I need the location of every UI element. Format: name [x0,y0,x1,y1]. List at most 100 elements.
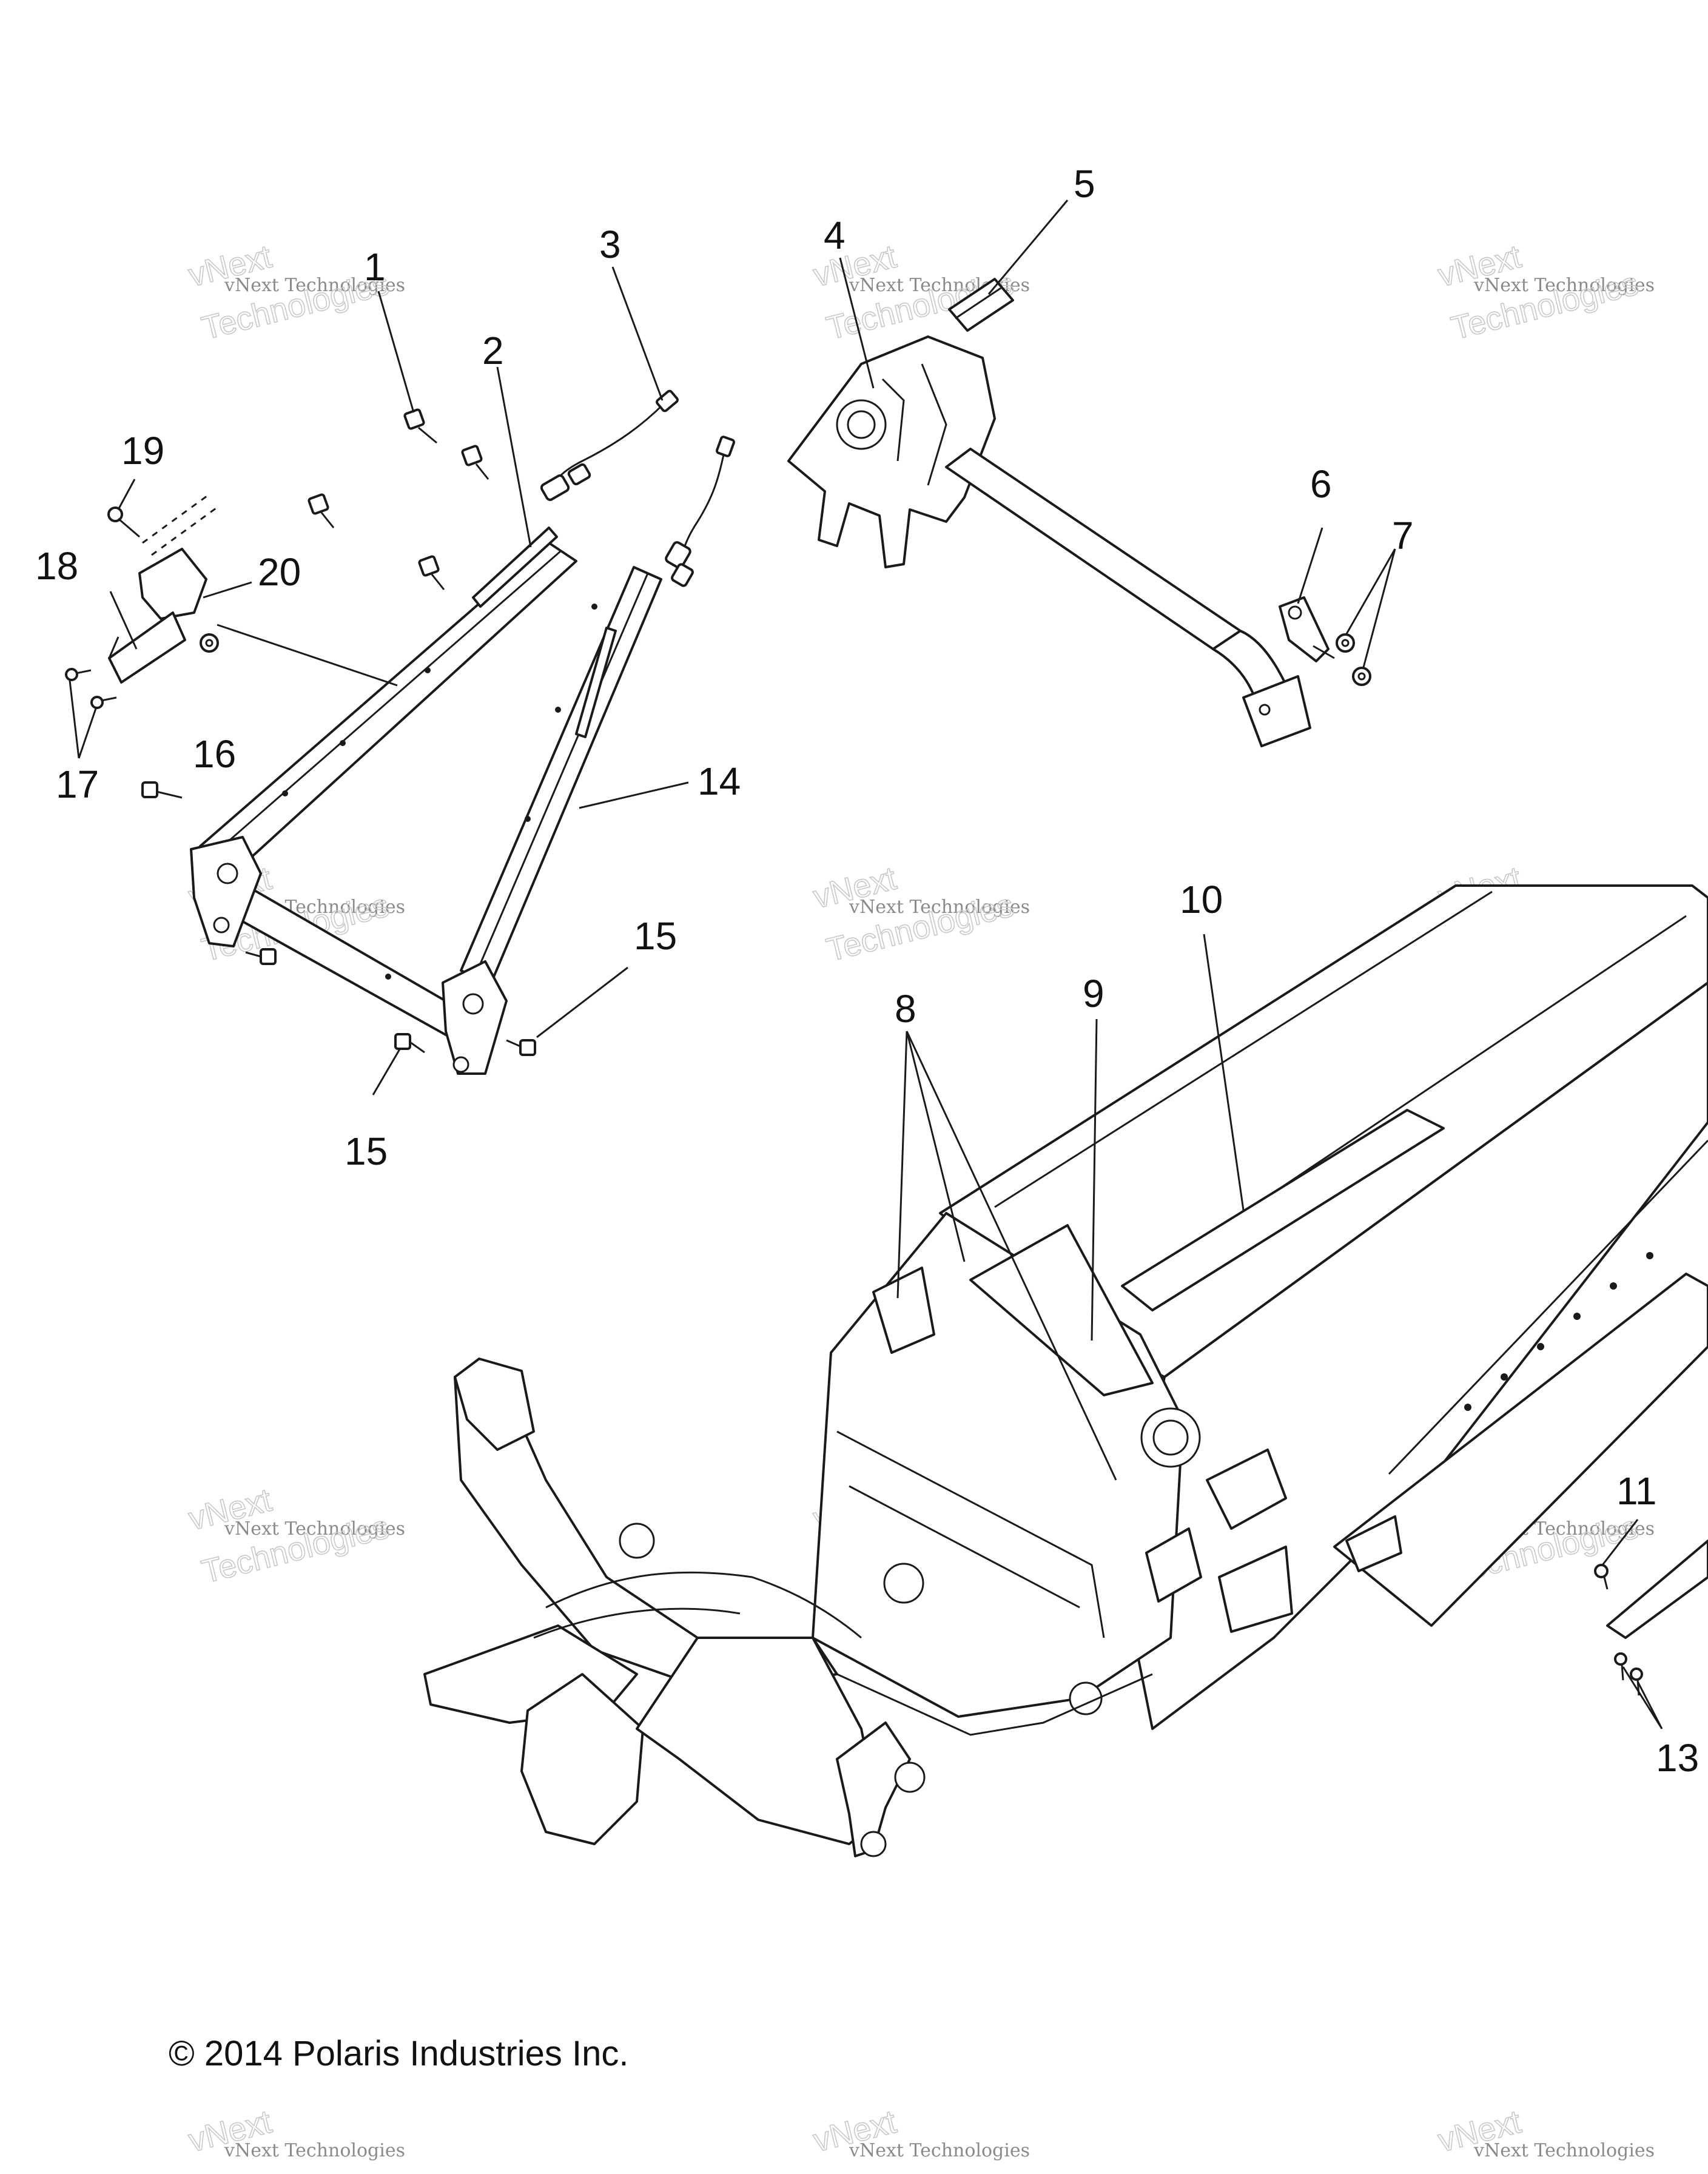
leader-7a [1345,548,1396,634]
front-frame-tower [454,1358,535,1451]
bolt [141,781,183,799]
watermark: vNext vNext Technologies Technologies [809,860,1030,969]
callout-16: 16 [193,732,236,776]
leader-14 [579,781,689,809]
arm-hole [425,667,431,673]
leader-8c [906,1031,1117,1481]
callout-15: 15 [345,1129,388,1173]
screw-part-17-a [65,668,92,681]
leader-13a [1622,1666,1663,1729]
watermark: vNext vNext Technologies Technologies [1434,238,1655,348]
callout-19: 19 [121,429,164,473]
bolt-part-19 [107,506,140,538]
strap-part-2 [472,527,558,608]
watermark: vNext vNext Technologies [184,2103,405,2161]
copyright-notice: © 2014 Polaris Industries Inc. [169,2034,628,2073]
leader-18 [109,591,138,650]
watermark-text: vNext Technologies [1473,2140,1655,2161]
side-cutout [1345,1515,1402,1572]
chassis-assembly [423,884,1708,1857]
leader-4 [839,257,875,389]
callout-4: 4 [824,214,846,257]
tube-hole [525,816,531,822]
screw-part-13-a [1614,1652,1627,1681]
tunnel-rail [1388,1139,1708,1475]
callout-2: 2 [482,329,504,372]
nut-part-7-a [1336,633,1355,653]
leader-9 [1091,1018,1098,1341]
watermark: vNext vNext Technologies [809,2103,1030,2161]
left-mount-bracket [190,836,262,947]
side-cutout [1218,1546,1293,1633]
callout-3: 3 [599,223,621,266]
leader-7b [1362,548,1396,668]
side-cutout [1145,1527,1202,1603]
nose-bore [860,1831,887,1857]
leader-lines [69,200,1663,1729]
harness-secondary [665,436,735,587]
bolt [461,445,489,480]
watermark-text: vNext Technologies [1473,275,1655,296]
clamp-part-20 [138,548,207,620]
bracket-hole [217,863,238,884]
callout-8: 8 [895,987,916,1031]
callout-15: 15 [634,914,677,958]
leader-3 [611,266,664,401]
dashed-guide [142,493,210,544]
leader-19 [117,479,136,510]
nut-part-7-b [1352,667,1371,686]
callout-17: 17 [56,762,99,806]
callout-5: 5 [1074,162,1095,206]
bulkhead-edge [836,1430,1105,1638]
strap-on-tube [575,627,617,738]
callout-13: 13 [1656,1736,1699,1780]
leader-13b [1636,1681,1663,1729]
steering-post-part-4 [787,278,1311,747]
nut-part-16 [200,633,219,653]
side-cutout [1206,1449,1287,1530]
post-edge [881,378,905,462]
rail-part-11 [1606,1540,1708,1639]
bolt-part-1 [403,408,437,444]
callout-18: 18 [35,544,78,588]
bulkhead-edge [849,1485,1080,1609]
frame-bore [619,1523,655,1559]
tube-edge [475,573,649,974]
link-part-6 [1279,596,1335,662]
bracket-hole [452,1056,469,1073]
callout-labels: 1 2 3 4 5 6 7 8 9 10 11 13 14 15 15 16 1… [35,162,1699,1780]
support-arm-upper [199,542,577,875]
bracket-hole [462,993,484,1015]
watermark-text: vNext Technologies [849,897,1030,918]
front-frame-nose [836,1721,911,1857]
running-board [1333,1273,1708,1627]
frame-bore [894,1762,926,1793]
leader-20 [203,581,252,599]
callout-14: 14 [698,759,741,803]
post-tube [945,448,1242,650]
harness-part-3 [540,389,679,501]
watermark-text: vNext Technologies [224,2140,405,2161]
bolt-part-15-b [506,1039,536,1056]
callout-20: 20 [258,550,301,594]
decal-part-10 [1121,1109,1445,1311]
bracket-hole [213,917,230,934]
callout-7: 7 [1392,514,1414,557]
leader-5 [987,200,1069,295]
arm-hole [282,790,288,796]
leader-1 [377,291,415,413]
post-edge [921,363,947,486]
tube-hole [555,707,561,713]
right-mount-bracket [442,960,508,1075]
front-frame-center [636,1637,881,1845]
frame-tube [836,1673,1153,1736]
front-frame-spindle [520,1673,644,1845]
leader-8a [896,1031,908,1299]
tunnel-line [994,890,1493,1208]
bolt-part-15-a [394,1033,425,1054]
callout-9: 9 [1083,972,1104,1015]
plate-part-18 [108,611,186,684]
watermark: vNext vNext Technologies Technologies [184,1481,405,1591]
screw-part-17-b [90,696,117,709]
